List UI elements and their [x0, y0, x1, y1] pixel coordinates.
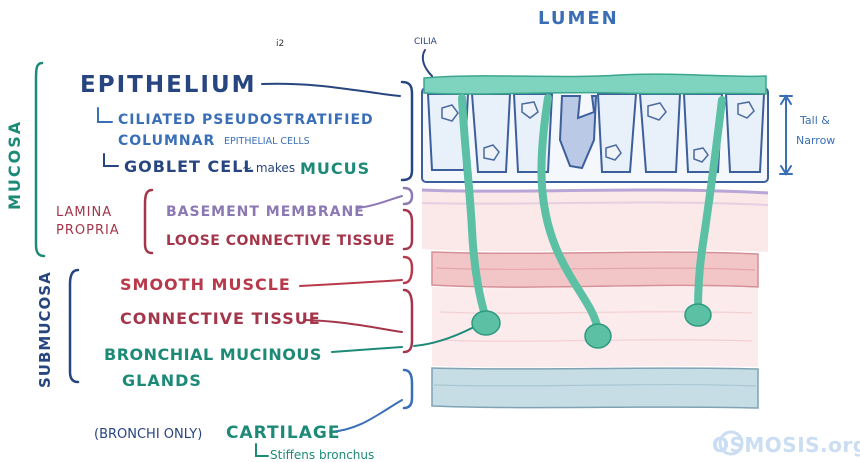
lamina-bracket	[143, 188, 154, 255]
watermark-text: OSMOSIS.org	[712, 433, 860, 457]
cartilage-stripe	[433, 383, 757, 387]
ciliated-label-columnar: COLUMNAR	[118, 133, 215, 149]
stray-mark: i2	[276, 39, 284, 49]
basement-membrane-line-2	[421, 201, 769, 206]
gland-duct-1	[458, 94, 490, 322]
basement-bracket	[402, 186, 414, 206]
gland-duct-3	[694, 96, 726, 314]
goblet-cell	[558, 95, 598, 170]
glands-label-line2: GLANDS	[122, 371, 202, 390]
gland-bulbs	[471, 303, 712, 349]
cilia-label: CILIA	[414, 37, 438, 47]
mucosa-label: MUCOSA	[5, 120, 24, 210]
gland-bulb-3	[684, 303, 712, 327]
tall-label-line1: Tall &	[799, 114, 830, 127]
lamina-label-line2: PROPRIA	[56, 223, 120, 238]
tall-narrow-arrow	[779, 94, 793, 176]
loose-connective-layer	[422, 190, 768, 252]
mucosa-bracket	[34, 61, 46, 258]
connective-leader	[303, 319, 403, 333]
smooth-label: SMOOTH MUSCLE	[120, 275, 291, 294]
stiffens-hook	[255, 443, 269, 457]
lamina-label-line1: LAMINA	[56, 205, 112, 220]
nucleus-3	[521, 101, 539, 119]
loose-bracket	[402, 208, 414, 251]
cartilage-leader	[329, 399, 403, 433]
smooth-muscle-layer	[431, 251, 759, 288]
basement-leader	[357, 195, 403, 209]
cartilage-bracket	[402, 368, 414, 410]
nucleus-5	[647, 102, 667, 121]
nucleus-7	[737, 101, 755, 119]
tissue-block	[421, 188, 769, 409]
nucleus-1	[441, 104, 459, 122]
cilia-leader	[421, 49, 433, 77]
gland-to-bulb-leader	[413, 327, 473, 347]
glands-leader	[331, 346, 403, 353]
glands-label-line1: BRONCHIAL MUCINOUS	[104, 345, 322, 364]
loose-label: LOOSE CONNECTIVE TISSUE	[166, 233, 395, 249]
ciliated-label-epithelial: EPITHELIAL CELLS	[224, 136, 310, 147]
nuclei	[441, 101, 755, 163]
tall-label-line2: Narrow	[796, 134, 835, 147]
makes-label: ~ makes	[242, 161, 295, 175]
nucleus-6	[693, 147, 709, 163]
ciliated-label-line1: CILIATED PSEUDOSTRATIFIED	[118, 112, 374, 128]
gland-duct-2	[537, 94, 602, 334]
leader-lines	[97, 49, 473, 457]
connective-bracket	[402, 288, 414, 354]
osmosis-watermark: OSMOSIS.org	[712, 430, 860, 457]
left-brackets	[34, 61, 154, 384]
gland-bulb-2	[584, 323, 612, 349]
right-brackets	[400, 80, 793, 410]
submucosa-label: SUBMUCOSA	[36, 271, 54, 388]
cell-4	[596, 93, 638, 173]
basement-label: BASEMENT MEMBRANE	[166, 204, 365, 220]
ciliated-hook	[97, 107, 113, 123]
basement-membrane-line	[421, 188, 769, 195]
cartilage-label: CARTILAGE	[226, 423, 340, 443]
nucleus-4	[605, 144, 622, 161]
goblet-hook	[103, 153, 119, 167]
cilia-layer	[423, 73, 767, 95]
smooth-bracket	[402, 255, 414, 285]
smooth-leader	[299, 279, 403, 287]
cartilage-layer	[431, 367, 759, 409]
gland-ducts	[458, 94, 726, 334]
osmosis-logo-icon	[718, 430, 744, 456]
gland-bulb-1	[471, 310, 501, 336]
stiffens-label: Stiffens bronchus	[270, 448, 374, 462]
text-labels: LUMEN i2 CILIA MUCOSA SUBMUCOSA EPITHELI…	[5, 8, 835, 462]
epithelium-label: EPITHELIUM	[80, 72, 257, 98]
nucleus-2	[483, 144, 500, 161]
epithelium-bracket	[400, 80, 414, 182]
epithelium-leader	[261, 82, 401, 97]
connective-label: CONNECTIVE TISSUE	[120, 309, 321, 328]
goblet-label: GOBLET CELL	[124, 157, 255, 176]
mucus-label: MUCUS	[300, 159, 370, 178]
lumen-label: LUMEN	[538, 8, 619, 29]
cell-2	[470, 93, 512, 173]
bronchi-only-label: (BRONCHI ONLY)	[94, 427, 202, 442]
submucosa-bracket	[68, 268, 80, 384]
